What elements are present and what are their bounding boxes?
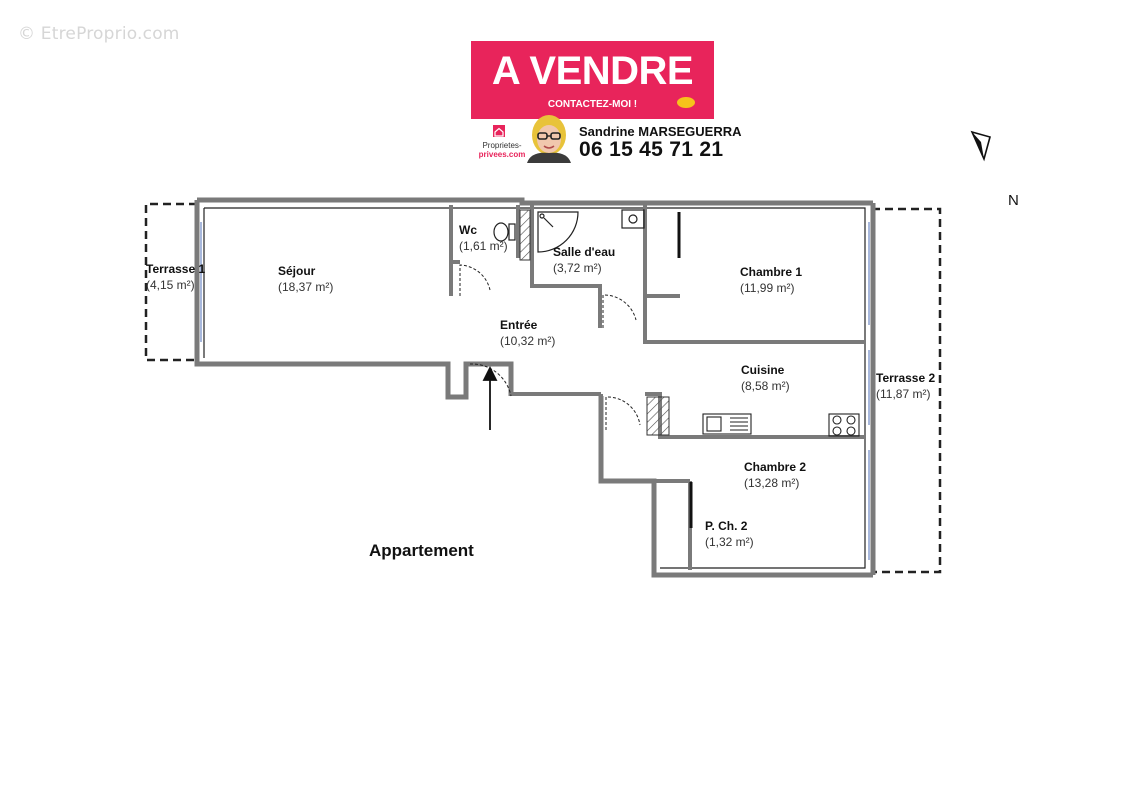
for-sale-banner[interactable]: A VENDRE CONTACTEZ-MOI ! Proprietes- pri…	[471, 41, 742, 163]
room-area-wc: (1,61 m²)	[459, 239, 508, 253]
room-label-p-ch-2: P. Ch. 2	[705, 519, 748, 533]
door-swings	[459, 264, 641, 430]
toilet-icon	[493, 222, 516, 242]
washbasin-icon	[621, 209, 645, 229]
compass-arrow-icon	[970, 130, 991, 162]
home-logo-icon	[493, 125, 505, 137]
room-area-terrace-2: (11,87 m²)	[876, 387, 931, 401]
room-label-chambre-1: Chambre 1	[740, 265, 803, 279]
badge-icon	[677, 97, 695, 108]
watermark: © EtreProprio.com	[18, 24, 180, 44]
room-area-chambre-2: (13,28 m²)	[744, 476, 800, 490]
brand-logo-text: Proprietes- privees.com	[478, 141, 526, 159]
room-area-entree: (10,32 m²)	[500, 334, 556, 348]
room-label-cuisine: Cuisine	[741, 363, 785, 377]
room-label-wc: Wc	[459, 223, 477, 237]
shower-icon	[537, 211, 579, 253]
room-label-entree: Entrée	[500, 318, 538, 332]
room-area-cuisine: (8,58 m²)	[741, 379, 790, 393]
banner-header	[471, 41, 714, 119]
banner-footer	[471, 119, 714, 163]
room-area-salle-d-eau: (3,72 m²)	[553, 261, 602, 275]
entrance-arrow-icon	[482, 365, 498, 430]
room-area-sejour: (18,37 m²)	[278, 280, 334, 294]
windows	[200, 222, 870, 560]
agent-name: Sandrine MARSEGUERRA	[579, 124, 742, 139]
room-label-sejour: Séjour	[278, 264, 316, 278]
cooktop-icon	[828, 413, 860, 437]
wardrobe-dividers	[677, 212, 693, 528]
room-label-terrace-1: Terrasse 1	[146, 262, 206, 276]
room-label-salle-d-eau: Salle d'eau	[553, 245, 616, 259]
agent-phone[interactable]: 06 15 45 71 21	[579, 138, 724, 161]
room-area-p-ch-2: (1,32 m²)	[705, 535, 754, 549]
exterior-walls-inner	[203, 207, 866, 569]
room-area-chambre-1: (11,99 m²)	[740, 281, 795, 295]
banner-title: A VENDRE	[491, 49, 694, 93]
agent-avatar	[521, 113, 577, 163]
room-area-terrace-1: (4,15 m²)	[146, 278, 195, 292]
duct-shaft-2	[646, 396, 670, 436]
room-label-chambre-2: Chambre 2	[744, 460, 807, 474]
plan-title: Appartement	[369, 541, 474, 560]
room-label-terrace-2: Terrasse 2	[876, 371, 936, 385]
banner-contact-text: CONTACTEZ-MOI !	[547, 99, 638, 110]
north-label: N	[1008, 192, 1019, 209]
terrace-2-outline	[872, 207, 942, 574]
sink-icon	[702, 413, 752, 435]
duct-shaft-1	[519, 209, 531, 261]
